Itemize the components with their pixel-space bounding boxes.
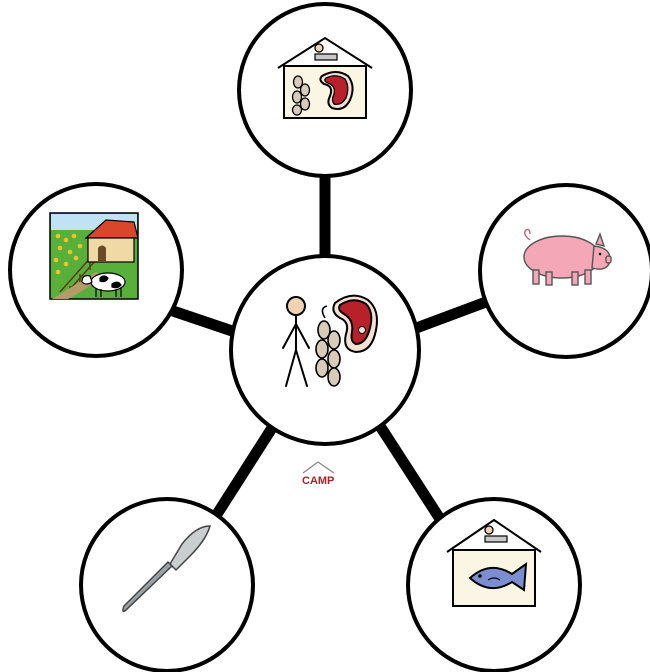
camp-logo-text: CAMP xyxy=(302,475,334,487)
farm-icon xyxy=(49,212,139,300)
butcher-shop-icon xyxy=(277,36,373,119)
knife-icon xyxy=(122,525,211,613)
connector-bottom-left xyxy=(207,425,277,525)
fishmonger-shop-icon xyxy=(446,518,542,607)
camp-logo: CAMP xyxy=(302,461,334,487)
connector-bottom-right xyxy=(375,423,447,525)
pig-icon xyxy=(523,228,612,286)
connector-right xyxy=(409,296,488,336)
person-sausages-steak-icon xyxy=(282,294,378,387)
node-circle-bottom-left[interactable] xyxy=(79,497,255,672)
